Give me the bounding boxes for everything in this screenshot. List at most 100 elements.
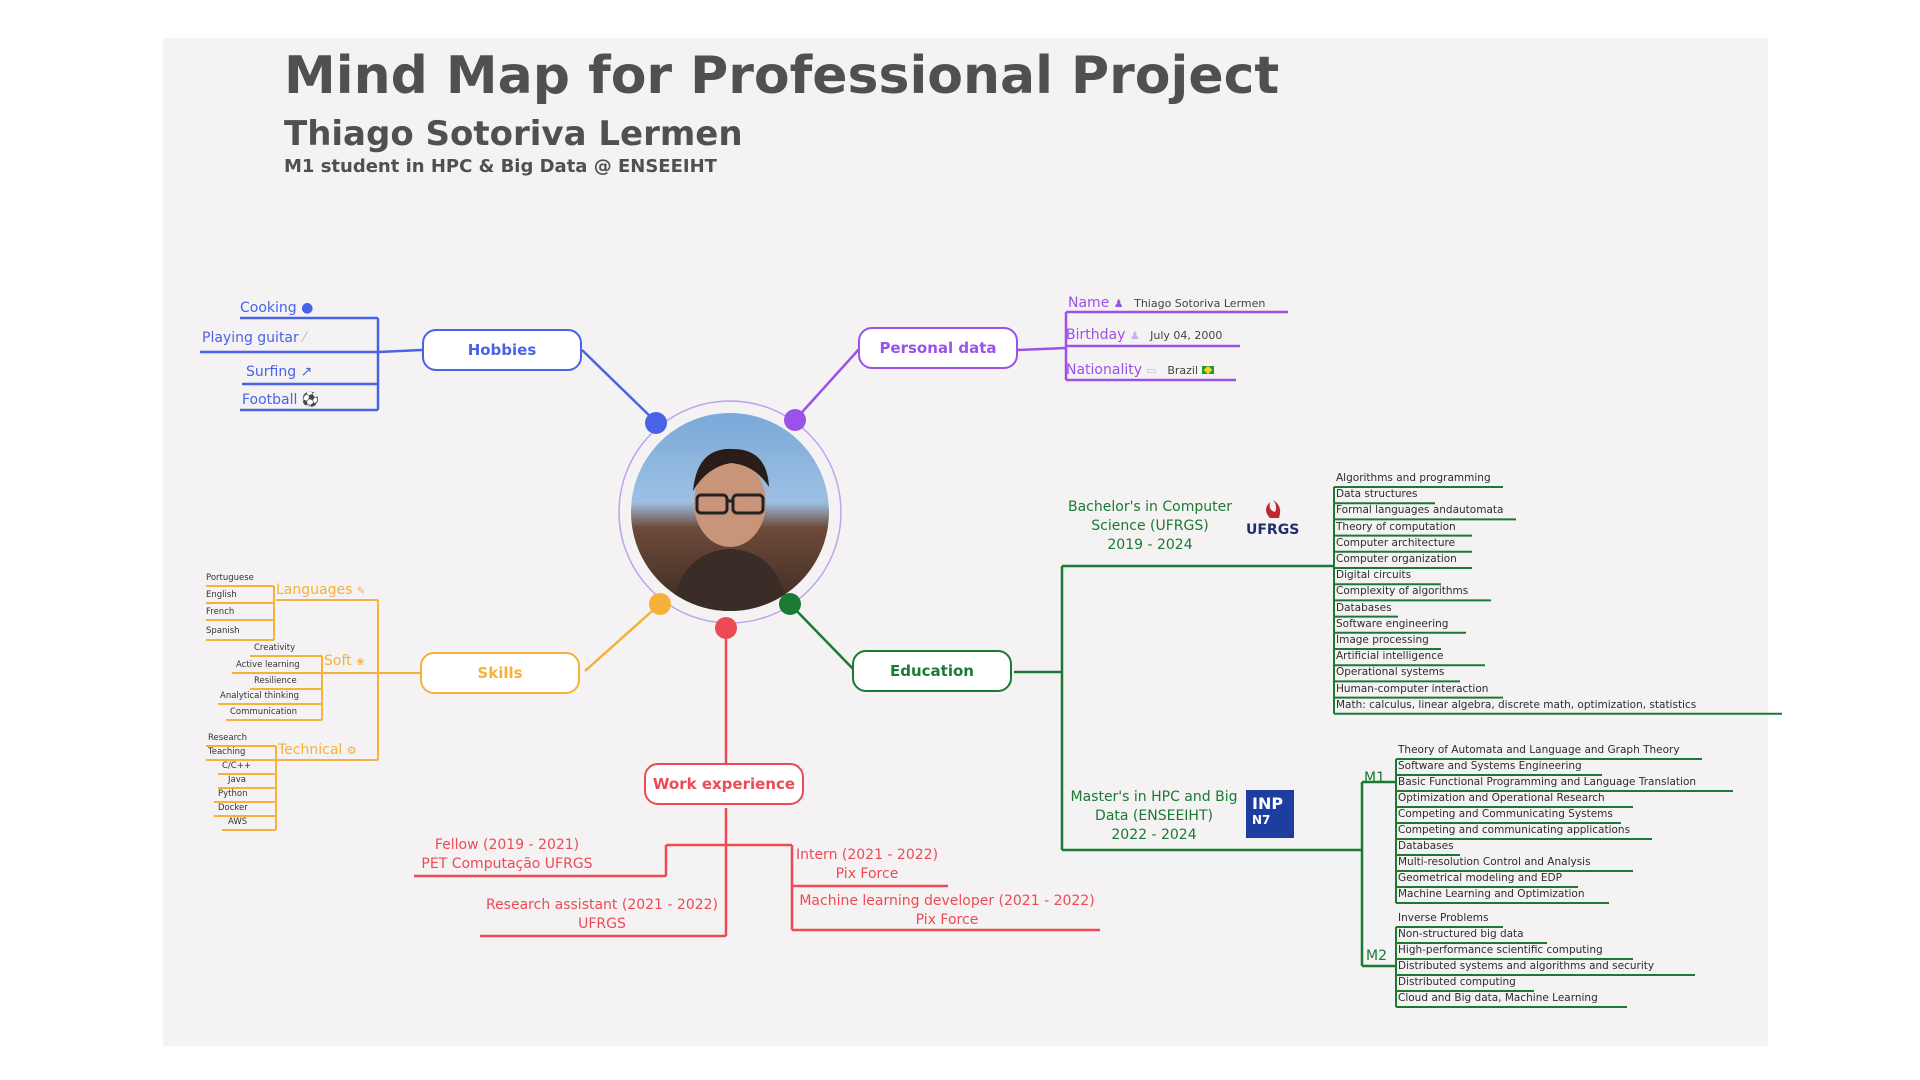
skills-soft-label: Soft ❀ — [324, 653, 365, 669]
name-value: Thiago Sotoriva Lermen — [1134, 297, 1266, 310]
m2-label: M2 — [1366, 948, 1387, 964]
personal-birthday: Birthday ♟ July 04, 2000 — [1066, 327, 1222, 343]
technical-skill-item: Teaching — [208, 747, 246, 757]
hobby-item-cooking: Cooking ● — [240, 300, 313, 316]
course-item: Theory of computation — [1336, 520, 1456, 533]
inp-n7-logo-bg — [1246, 790, 1294, 838]
hobby-label: Playing guitar — [202, 330, 299, 346]
course-item: Geometrical modeling and EDP — [1398, 872, 1562, 884]
work-intern: Intern (2021 - 2022) Pix Force — [795, 847, 939, 882]
birthday-value: July 04, 2000 — [1150, 329, 1223, 342]
course-item: Math: calculus, linear algebra, discrete… — [1336, 698, 1697, 711]
skills-node[interactable]: Skills — [420, 652, 580, 694]
language-item: Spanish — [206, 626, 240, 636]
person-silhouette-icon — [671, 448, 789, 611]
language-item: Portuguese — [206, 573, 254, 583]
football-icon: ⚽ — [301, 392, 320, 408]
skills-technical-label: Technical ⚙ — [278, 742, 357, 758]
m1-label: M1 — [1364, 770, 1385, 786]
course-item: Data structures — [1336, 488, 1418, 501]
cake-icon: ♟ — [1129, 329, 1140, 342]
personal-nationality: Nationality ▭ Brazil — [1066, 362, 1215, 378]
work-experience-node[interactable]: Work experience — [644, 763, 804, 805]
hobby-label: Cooking — [240, 300, 297, 316]
master-degree: Master's in HPC and Big Data (ENSEEIHT) … — [1070, 789, 1238, 843]
education-node[interactable]: Education — [852, 650, 1012, 692]
personal-data-node[interactable]: Personal data — [858, 327, 1018, 369]
ufrgs-logo-mark — [1266, 500, 1281, 518]
course-item: Optimization and Operational Research — [1398, 792, 1605, 804]
page-role: M1 student in HPC & Big Data @ ENSEEIHT — [284, 156, 717, 177]
hobby-item-guitar: Playing guitar ⁄ — [202, 330, 306, 346]
course-item: Cloud and Big data, Machine Learning — [1398, 992, 1598, 1004]
passport-icon: ▭ — [1146, 364, 1157, 377]
nationality-value: Brazil — [1167, 364, 1199, 377]
work-fellow: Fellow (2019 - 2021) PET Computação UFRG… — [421, 837, 593, 872]
hobbies-node[interactable]: Hobbies — [422, 329, 582, 371]
course-item: Human-computer interaction — [1336, 682, 1489, 695]
course-item: Artificial intelligence — [1336, 650, 1444, 663]
soft-skill-item: Analytical thinking — [220, 691, 299, 701]
soft-skill-item: Active learning — [236, 660, 300, 670]
person-icon: ♟ — [1113, 297, 1124, 310]
page-subtitle: Thiago Sotoriva Lermen — [284, 114, 743, 154]
guitar-icon: ⁄ — [303, 330, 306, 346]
cooking-icon: ● — [301, 300, 314, 316]
technical-skill-item: Java — [228, 775, 246, 785]
brazil-flag-icon — [1202, 365, 1215, 375]
hobby-item-football: Football ⚽ — [242, 392, 319, 408]
skills-connector-dot — [649, 593, 671, 615]
education-connector-dot — [779, 593, 801, 615]
surfing-icon: ↗ — [300, 364, 313, 380]
work-ml-developer: Machine learning developer (2021 - 2022)… — [799, 893, 1095, 928]
course-item: Competing and communicating applications — [1398, 824, 1631, 836]
course-item: Algorithms and programming — [1336, 472, 1491, 484]
course-item: Theory of Automata and Language and Grap… — [1398, 744, 1680, 756]
course-item: Complexity of algorithms — [1336, 585, 1469, 598]
course-item: Non-structured big data — [1398, 928, 1524, 940]
mind-map-canvas — [163, 38, 1768, 1046]
bachelor-degree: Bachelor's in Computer Science (UFRGS) 2… — [1068, 499, 1232, 553]
technical-skill-item: AWS — [228, 817, 248, 827]
gear-icon: ⚙ — [346, 744, 357, 757]
course-item: Distributed computing — [1398, 976, 1516, 988]
course-item: High-performance scientific computing — [1398, 944, 1603, 956]
technical-skill-item: Docker — [218, 803, 248, 813]
course-item: Computer architecture — [1336, 536, 1456, 549]
nationality-label: Nationality — [1066, 362, 1143, 378]
course-item: Software engineering — [1336, 617, 1449, 630]
soft-skill-item: Resilience — [254, 676, 297, 686]
course-item: Basic Functional Programming and Languag… — [1398, 776, 1697, 788]
birthday-label: Birthday — [1066, 327, 1126, 343]
course-item: Databases — [1398, 840, 1454, 852]
page-title: Mind Map for Professional Project — [284, 46, 1280, 106]
soft-skill-item: Communication — [230, 707, 297, 717]
course-item: Distributed systems and algorithms and s… — [1398, 960, 1655, 972]
ufrgs-logo: UFRGS — [1246, 522, 1300, 538]
profile-photo — [631, 413, 829, 611]
course-item: Multi-resolution Control and Analysis — [1398, 856, 1591, 868]
course-item: Digital circuits — [1336, 569, 1412, 582]
hobby-label: Football — [242, 392, 298, 408]
hobby-item-surfing: Surfing ↗ — [246, 364, 312, 380]
hobbies-connector-dot — [645, 412, 667, 434]
personal-name: Name ♟ Thiago Sotoriva Lermen — [1068, 295, 1265, 311]
course-item: Competing and Communicating Systems — [1398, 808, 1613, 820]
work-research-assistant: Research assistant (2021 - 2022) UFRGS — [485, 897, 719, 932]
name-label: Name — [1068, 295, 1110, 311]
skills-languages-label: Languages ✎ — [276, 582, 366, 598]
translate-icon: ✎ — [356, 586, 366, 597]
technical-skill-item: Research — [208, 733, 247, 743]
course-item: Databases — [1336, 601, 1392, 614]
hobby-label: Surfing — [246, 364, 297, 380]
technical-skill-item: Python — [218, 789, 248, 799]
inp-n7-logo: INP N7 — [1252, 794, 1284, 828]
technical-skill-item: C/C++ — [222, 761, 251, 771]
soft-skill-item: Creativity — [254, 643, 296, 653]
course-item: Inverse Problems — [1398, 912, 1489, 924]
language-item: English — [206, 590, 237, 600]
course-item: Formal languages andautomata — [1336, 504, 1504, 517]
work-connector-dot — [715, 617, 737, 639]
brain-icon: ❀ — [356, 657, 365, 668]
